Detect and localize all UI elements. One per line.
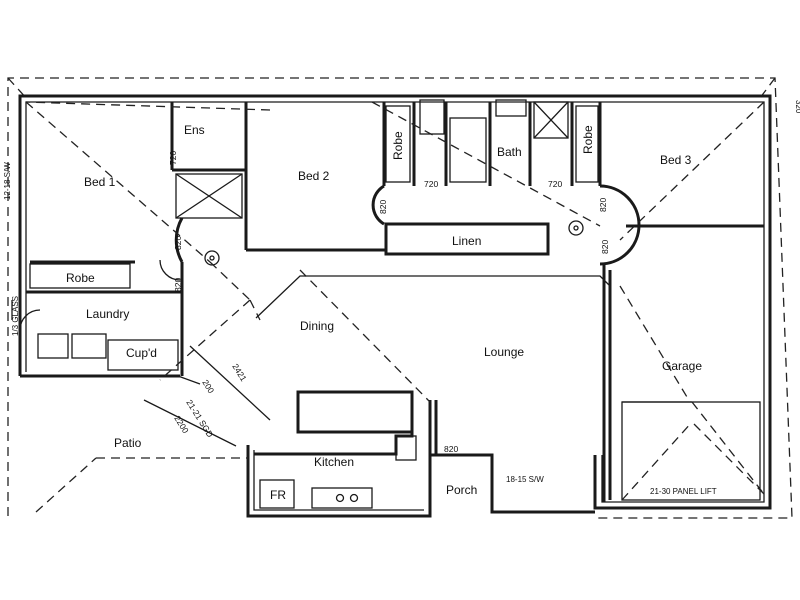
dim-820-porch: 820 <box>444 444 458 454</box>
dim-820-bed3a: 820 <box>598 198 608 212</box>
dim-720-robe: 720 <box>424 179 438 189</box>
room-label-dining: Dining <box>300 319 334 333</box>
dim-820-bed3b: 820 <box>600 240 610 254</box>
room-label-ens: Ens <box>184 123 205 137</box>
room-label-linen: Linen <box>452 234 481 248</box>
room-label-robe-bed3: Robe <box>581 125 595 154</box>
dim-21-21-sgd: 21-21 SGD <box>184 398 215 439</box>
room-label-bed2: Bed 2 <box>298 169 330 183</box>
dim-820-bed2: 820 <box>378 200 388 214</box>
dim-200: 200 <box>200 378 216 396</box>
room-label-bed1: Bed 1 <box>84 175 116 189</box>
exterior-walls <box>18 94 772 518</box>
room-label-fridge: FR <box>270 488 286 502</box>
dim-21-30-panel-lift: 21-30 PANEL LIFT <box>650 487 717 496</box>
dim-720-ens: 720 <box>168 151 178 165</box>
room-label-bed3: Bed 3 <box>660 153 692 167</box>
room-label-bath: Bath <box>497 145 522 159</box>
room-label-garage: Garage <box>662 359 702 373</box>
dim-glass: 1/3 GLASS <box>11 296 20 336</box>
interior-walls <box>19 99 764 509</box>
dim-820-bed1: 820 <box>173 236 183 250</box>
dim-720-bath: 720 <box>548 179 562 189</box>
room-label-robe-bed2: Robe <box>391 131 405 160</box>
room-label-robe-bed1: Robe <box>66 271 95 285</box>
dimension-lines <box>11 300 271 447</box>
dim-18-15-sw: 18-15 S/W <box>506 475 544 484</box>
roof-lines <box>25 101 765 513</box>
dim-820-laundry: 820 <box>173 278 183 292</box>
hall-curves <box>159 184 641 281</box>
room-label-porch: Porch <box>446 483 477 497</box>
room-label-cupboard: Cup'd <box>126 346 157 360</box>
room-label-kitchen: Kitchen <box>314 455 354 469</box>
dim-320-right: 320 <box>794 100 800 114</box>
dim-2200: 2200 <box>172 414 191 436</box>
dim-sw-left: 12-18 S/W <box>3 162 12 200</box>
room-label-laundry: Laundry <box>86 307 129 321</box>
dim-2421: 2421 <box>230 362 249 384</box>
room-label-patio: Patio <box>114 436 142 450</box>
room-label-lounge: Lounge <box>484 345 524 359</box>
